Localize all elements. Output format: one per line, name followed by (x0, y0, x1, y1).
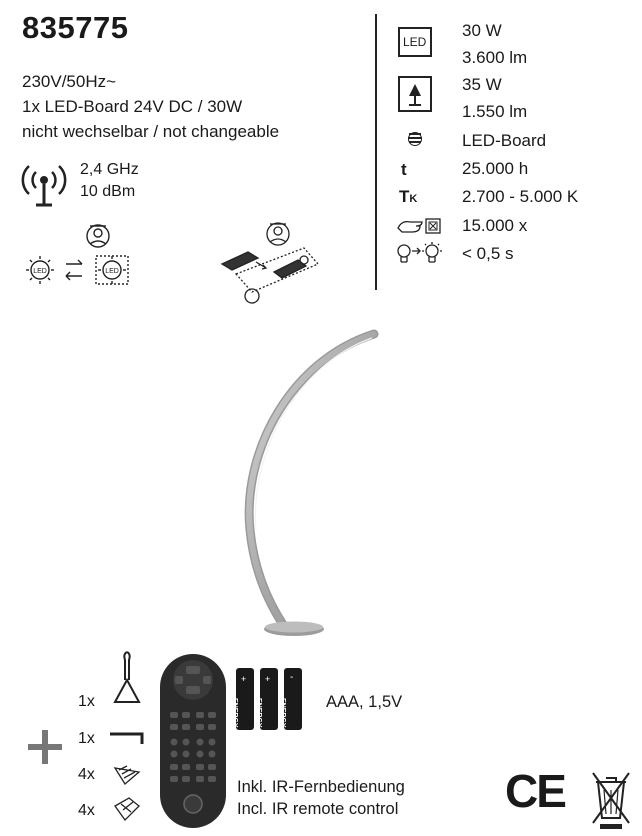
battery-3-minus: - (290, 672, 294, 683)
led-board-icon (408, 132, 422, 146)
switch-cycles-icon (397, 218, 441, 234)
ce-mark: CE (505, 765, 567, 817)
changeable-text: nicht wechselbar / not changeable (22, 122, 280, 141)
warmup-time: < 0,5 s (462, 244, 514, 263)
battery-1-brand: ENERGY (231, 698, 238, 728)
switch-cycles: 15.000 x (462, 216, 528, 235)
arc-floor-lamp-image (244, 329, 379, 636)
battery-1: + ENERGY (231, 668, 254, 730)
led-power: 30 W (462, 21, 502, 40)
lamp-flux: 1.550 lm (462, 102, 528, 121)
article-number: 835775 (22, 10, 129, 45)
ceiling-hook-icon (113, 651, 141, 703)
driver-swap-service-icon (220, 222, 320, 304)
radio-frequency: 2,4 GHz (80, 161, 139, 178)
battery-2-brand: ENERGY (255, 698, 262, 728)
screw-a-quantity: 4x (78, 766, 95, 783)
table-lamp-icon (398, 76, 432, 112)
color-temperature: 2.700 - 5.000 K (462, 187, 579, 206)
screw-b-quantity: 4x (78, 802, 95, 819)
plus-icon-vertical (42, 730, 48, 764)
screw-anchor-icon (114, 797, 140, 822)
ir-remote-control-image (160, 654, 226, 828)
battery-2-plus: + (265, 674, 271, 684)
battery-3-brand: ENERGY (279, 698, 286, 728)
allen-key-icon (110, 732, 144, 744)
led-label-left: LED (33, 268, 47, 275)
battery-2: + ENERGY (255, 668, 278, 730)
lifetime-symbol: t (401, 160, 407, 179)
voltage-text: 230V/50Hz~ (22, 72, 117, 91)
remote-label-en: Incl. IR remote control (237, 800, 399, 818)
led-swap-service-icon: LED LED (26, 224, 129, 285)
led-board-text: 1x LED-Board 24V DC / 30W (22, 97, 243, 116)
color-temperature-symbol-main: T (399, 187, 410, 206)
warmup-time-icon (397, 242, 442, 263)
color-temperature-symbol: TK (399, 187, 417, 207)
weee-crossed-bin-icon (592, 772, 630, 829)
radio-power: 10 dBm (80, 183, 136, 200)
board-type: LED-Board (462, 131, 547, 150)
hook-quantity: 1x (78, 693, 95, 710)
battery-3: - ENERGY (279, 668, 302, 730)
battery-1-plus: + (241, 674, 247, 684)
batteries-label: AAA, 1,5V (326, 693, 403, 711)
lamp-power: 35 W (462, 75, 502, 94)
led-flux: 3.600 lm (462, 48, 528, 67)
radio-antenna-icon (21, 165, 67, 207)
screw-icon (113, 765, 141, 785)
led-icon: LED (398, 27, 432, 57)
lifetime: 25.000 h (462, 159, 529, 178)
divider (375, 14, 377, 290)
allen-key-quantity: 1x (78, 730, 95, 747)
remote-label-de: Inkl. IR-Fernbedienung (237, 778, 405, 796)
led-label-right: LED (105, 268, 119, 275)
led-icon-label: LED (403, 35, 427, 49)
color-temperature-symbol-sub: K (409, 193, 418, 205)
